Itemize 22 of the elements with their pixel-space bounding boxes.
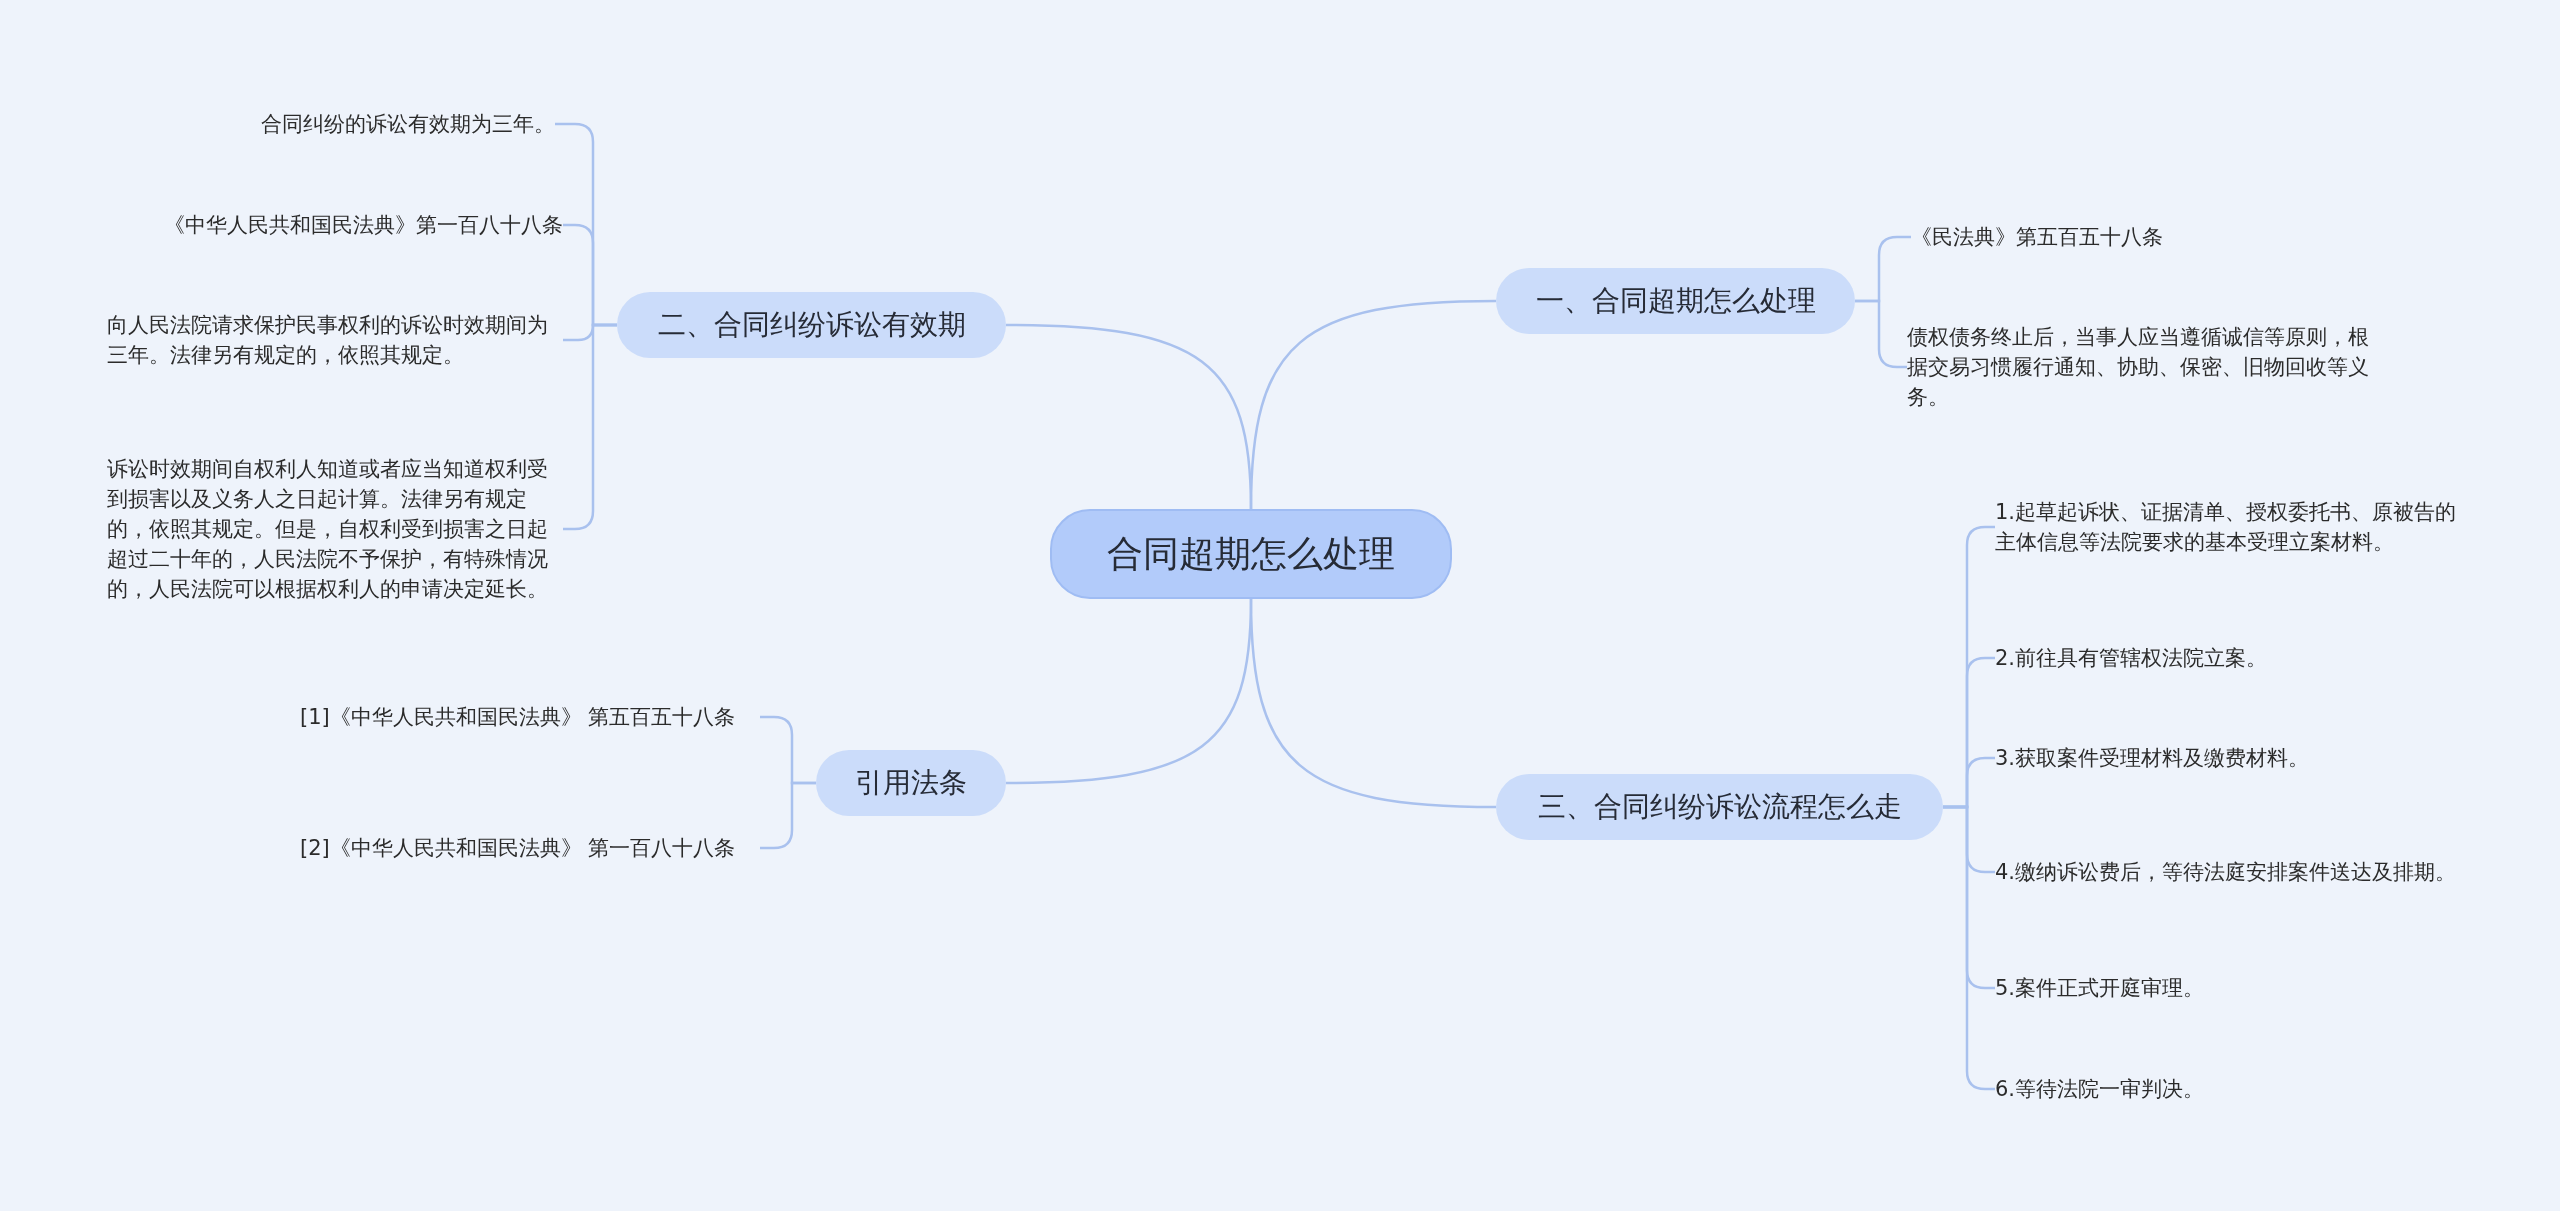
- note-text: 1.起草起诉状、证据清单、授权委托书、原被告的主体信息等法院要求的基本受理立案材料。: [1995, 497, 2475, 557]
- note-text: 4.缴纳诉讼费后，等待法庭安排案件送达及排期。: [1995, 857, 2475, 887]
- note-text: [2]《中华人民共和国民法典》 第一百八十八条: [300, 833, 760, 863]
- connector-line: [760, 781, 816, 850]
- connector-line: [1005, 323, 1253, 510]
- central-topic: 合同超期怎么处理: [1050, 509, 1452, 599]
- note-text: 《中华人民共和国民法典》第一百八十八条: [103, 210, 563, 240]
- note-text: 2.前往具有管辖权法院立案。: [1995, 643, 2475, 673]
- note-text: 债权债务终止后，当事人应当遵循诚信等原则，根据交易习惯履行通知、协助、保密、旧物回收等义务。: [1907, 322, 2377, 412]
- topic-pill: 二、合同纠纷诉讼有效期: [617, 292, 1006, 358]
- topic-pill: 一、合同超期怎么处理: [1496, 268, 1855, 334]
- topic-pill: 引用法条: [816, 750, 1006, 816]
- topic-pill: 三、合同纠纷诉讼流程怎么走: [1496, 774, 1943, 840]
- note-text: [1]《中华人民共和国民法典》 第五百五十八条: [300, 702, 760, 732]
- note-text: 5.案件正式开庭审理。: [1995, 973, 2475, 1003]
- note-text: 合同纠纷的诉讼有效期为三年。: [195, 109, 555, 139]
- note-text: 3.获取案件受理材料及缴费材料。: [1995, 743, 2475, 773]
- connector-line: [1005, 598, 1253, 785]
- note-text: 诉讼时效期间自权利人知道或者应当知道权利受到损害以及义务人之日起计算。法律另有规定的，依照其规定。但是，自权利受到损害之日起超过二十年的，人民法院不予保护，有特殊情况的，人民法院可以根据权利人的申请决定延长。: [107, 454, 563, 604]
- note-text: 向人民法院请求保护民事权利的诉讼时效期间为三年。法律另有规定的，依照其规定。: [107, 310, 563, 370]
- note-text: 6.等待法院一审判决。: [1995, 1074, 2475, 1104]
- note-text: 《民法典》第五百五十八条: [1911, 222, 2351, 252]
